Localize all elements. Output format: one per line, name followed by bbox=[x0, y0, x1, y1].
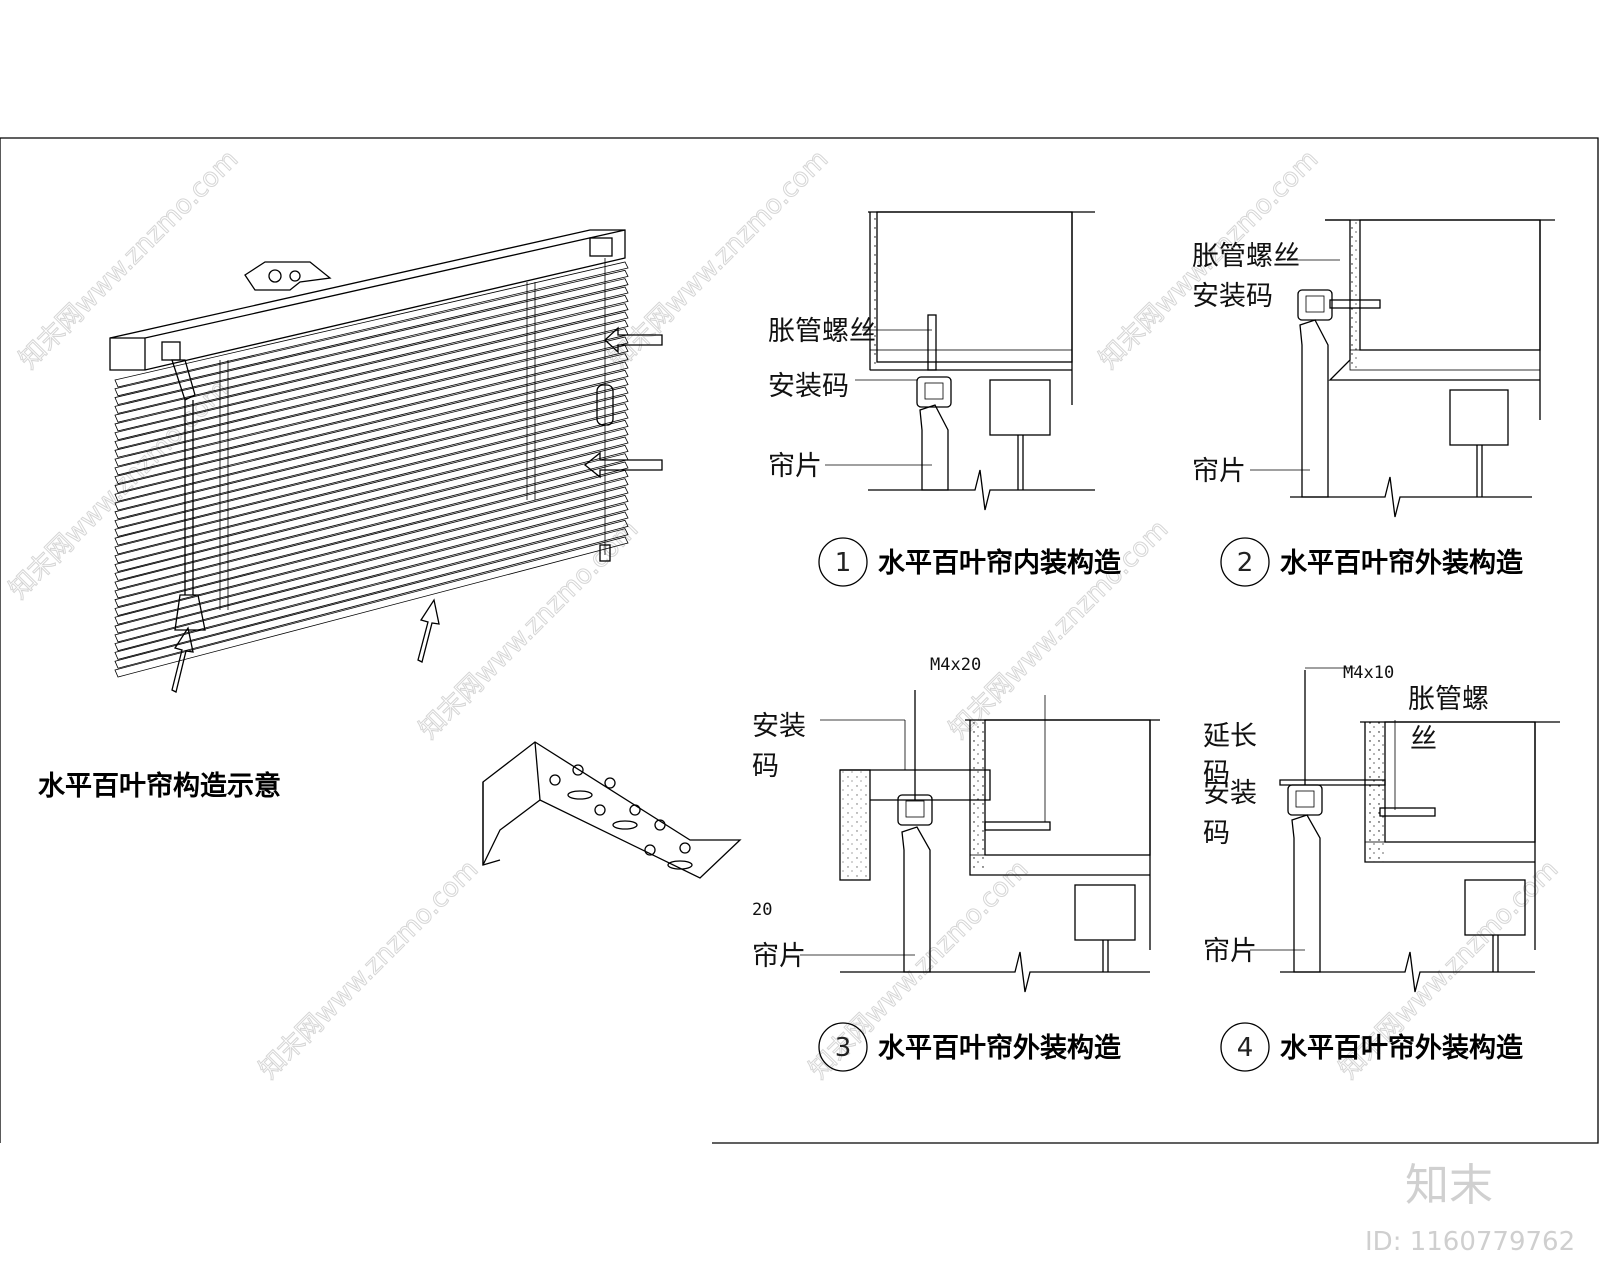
watermark-id: ID: 1160779762 bbox=[1365, 1227, 1575, 1257]
blind-slat bbox=[114, 269, 629, 397]
detail-number: 3 bbox=[835, 1033, 852, 1063]
label-dimension: 20 bbox=[752, 900, 772, 920]
watermark-logo: 知末 bbox=[1405, 1160, 1493, 1211]
blind-slat bbox=[114, 261, 629, 388]
blind-slat bbox=[114, 378, 629, 511]
blind-slat bbox=[114, 486, 629, 625]
blind-slat bbox=[114, 444, 629, 581]
blind-slat bbox=[114, 344, 629, 476]
detail-caption: 水平百叶帘外装构造 bbox=[878, 1032, 1121, 1064]
label-slat: 帘片 bbox=[1192, 456, 1246, 487]
blind-slat bbox=[114, 494, 629, 634]
blind-slat bbox=[114, 286, 629, 414]
label-extension: 延长 bbox=[1203, 721, 1257, 752]
detail-4: M4x10 胀管螺 丝 延长 码 安装 码 帘片 4 水平百叶帘外装构造 bbox=[1203, 663, 1560, 1072]
watermark-text: 知末网www.znzmo.com bbox=[254, 854, 485, 1085]
label-expansion-screw-2: 丝 bbox=[1410, 724, 1437, 755]
blind-slat bbox=[114, 478, 629, 616]
blind-slat bbox=[114, 278, 629, 406]
blind-slat bbox=[114, 411, 629, 546]
blind-slat bbox=[114, 303, 629, 432]
blind-slat bbox=[114, 369, 629, 502]
blind-slat bbox=[114, 528, 629, 669]
label-mount-clip: 安装 bbox=[1203, 778, 1257, 809]
blind-slat bbox=[114, 519, 629, 660]
blind-slat bbox=[114, 336, 629, 467]
sheet-frame bbox=[0, 137, 1599, 1144]
detail-caption: 水平百叶帘外装构造 bbox=[1280, 1032, 1523, 1064]
detail-caption: 水平百叶帘内装构造 bbox=[878, 547, 1121, 579]
blind-isometric bbox=[109, 229, 663, 693]
detail-caption: 水平百叶帘外装构造 bbox=[1280, 547, 1523, 579]
label-mount-clip: 安装码 bbox=[768, 371, 849, 402]
blind-slat bbox=[114, 328, 629, 458]
watermark-text: 知末网www.znzmo.com bbox=[14, 144, 245, 375]
label-screw-spec: M4x10 bbox=[1343, 663, 1394, 683]
label-extension-2: 码 bbox=[1203, 758, 1230, 789]
detail-number: 2 bbox=[1237, 548, 1254, 578]
label-mount-clip: 安装 bbox=[752, 711, 806, 742]
detail-number: 1 bbox=[835, 548, 852, 578]
blind-slat bbox=[114, 428, 629, 564]
blind-slat bbox=[114, 294, 629, 423]
blind-slat bbox=[114, 461, 629, 599]
blind-slat bbox=[114, 419, 629, 555]
detail-3: M4x20 安装 码 20 帘片 3 水平百叶帘外装构造 bbox=[752, 655, 1160, 1072]
label-expansion-screw: 胀管螺丝 bbox=[768, 316, 876, 347]
label-expansion-screw: 胀管螺 bbox=[1408, 684, 1489, 715]
label-mount-clip-2: 码 bbox=[752, 751, 779, 782]
blind-slat bbox=[114, 511, 629, 652]
blind-slat bbox=[114, 386, 629, 520]
detail-2: 胀管螺丝 安装码 帘片 2 水平百叶帘外装构造 bbox=[1192, 219, 1555, 587]
blind-slat bbox=[114, 353, 629, 485]
label-expansion-screw: 胀管螺丝 bbox=[1192, 241, 1300, 272]
blind-slat bbox=[114, 503, 629, 643]
label-screw-spec: M4x20 bbox=[930, 655, 981, 675]
label-slat: 帘片 bbox=[1203, 936, 1257, 967]
blind-slat bbox=[114, 311, 629, 441]
label-mount-clip: 安装码 bbox=[1192, 281, 1273, 312]
blind-slat bbox=[114, 536, 629, 678]
blind-slat bbox=[114, 436, 629, 573]
blind-slat bbox=[114, 469, 629, 608]
detail-1: 胀管螺丝 安装码 帘片 1 水平百叶帘内装构造 bbox=[768, 211, 1121, 587]
blind-slat bbox=[114, 319, 629, 449]
detail-number: 4 bbox=[1237, 1033, 1254, 1063]
blind-slat bbox=[114, 403, 629, 537]
mounting-bracket bbox=[482, 741, 742, 879]
blind-slat bbox=[114, 394, 629, 529]
blind-slat bbox=[114, 361, 629, 493]
label-mount-clip-2: 码 bbox=[1203, 818, 1230, 849]
main-title: 水平百叶帘构造示意 bbox=[38, 770, 281, 802]
label-slat: 帘片 bbox=[752, 941, 806, 972]
label-slat: 帘片 bbox=[768, 451, 822, 482]
